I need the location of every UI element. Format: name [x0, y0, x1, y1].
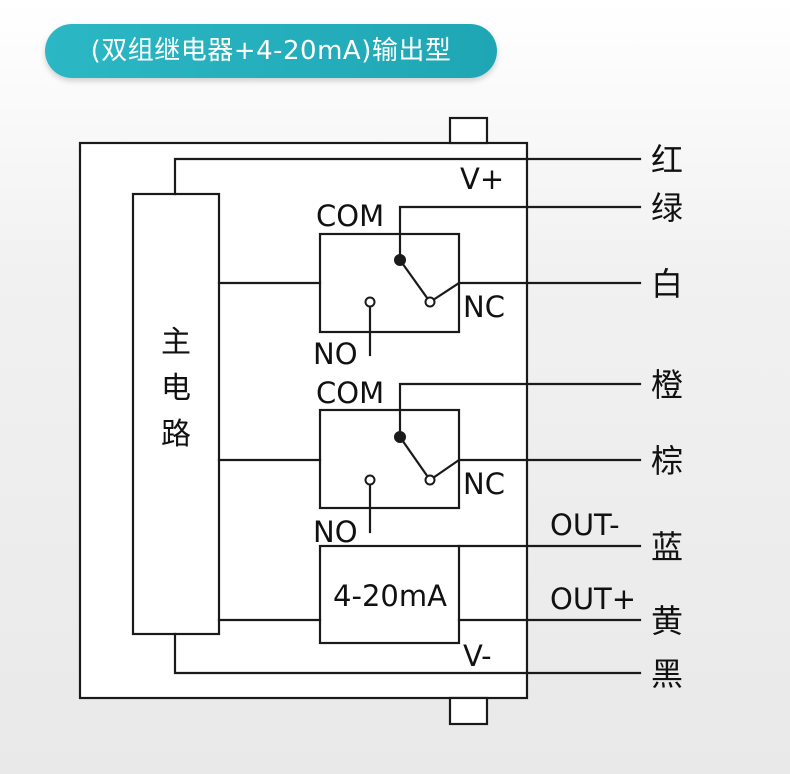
wire-red-label: 红 [651, 141, 683, 179]
relay-1-com-wire [398, 205, 642, 262]
top-connector-tab [448, 116, 489, 145]
wire-orange-label: 橙 [651, 366, 683, 404]
wire-black-label: 黑 [651, 655, 683, 693]
relay-1-nc-contact [424, 296, 436, 308]
relay-2-com-contact [394, 431, 406, 443]
relay-1-nc-label: NC [463, 290, 505, 324]
v-minus-label: V- [463, 639, 492, 673]
relay-1-no-label: NO [313, 337, 358, 371]
v-plus-label: V+ [460, 162, 504, 196]
relay-1-no-contact [364, 296, 376, 308]
relay-2-no-label: NO [313, 515, 358, 549]
current-module-box [318, 544, 461, 645]
relay-2-no-contact [364, 474, 376, 486]
relay-2-box [318, 408, 461, 510]
v-plus-wire [173, 157, 642, 196]
out-minus-label: OUT- [550, 508, 620, 542]
bottom-connector-tab [448, 696, 489, 726]
relay-1-switch-arm [398, 258, 432, 304]
v-minus-wire [173, 632, 642, 675]
relay-1-com-contact [394, 254, 406, 266]
main-circuit-box [131, 192, 221, 636]
relay-1-com-label: COM [316, 199, 384, 233]
relay-2-nc-label: NC [463, 467, 505, 501]
main-circuit-char-1: 主 [161, 325, 191, 360]
relay-2-nc-contact [424, 474, 436, 486]
wire-brown-label: 棕 [651, 442, 683, 480]
main-circuit-char-3: 路 [161, 417, 191, 452]
relay-1-box [318, 232, 461, 334]
title-text: (双组继电器+4-20mA)输出型 [90, 36, 452, 66]
relay-1-nc-link [428, 281, 461, 304]
current-module-label: 4-20mA [333, 579, 447, 613]
relay-2-nc-link [428, 458, 461, 482]
title-banner: (双组继电器+4-20mA)输出型 [45, 24, 497, 78]
wire-blue-label: 蓝 [651, 528, 683, 566]
relay-2-com-label: COM [316, 376, 384, 410]
relay-2-com-wire [398, 382, 642, 439]
relay-2-switch-arm [398, 435, 432, 482]
out-plus-label: OUT+ [550, 582, 636, 616]
wire-yellow-label: 黄 [651, 602, 683, 640]
wire-white-label: 白 [651, 265, 683, 303]
wire-green-label: 绿 [651, 189, 683, 227]
main-circuit-char-2: 电 [161, 371, 191, 406]
